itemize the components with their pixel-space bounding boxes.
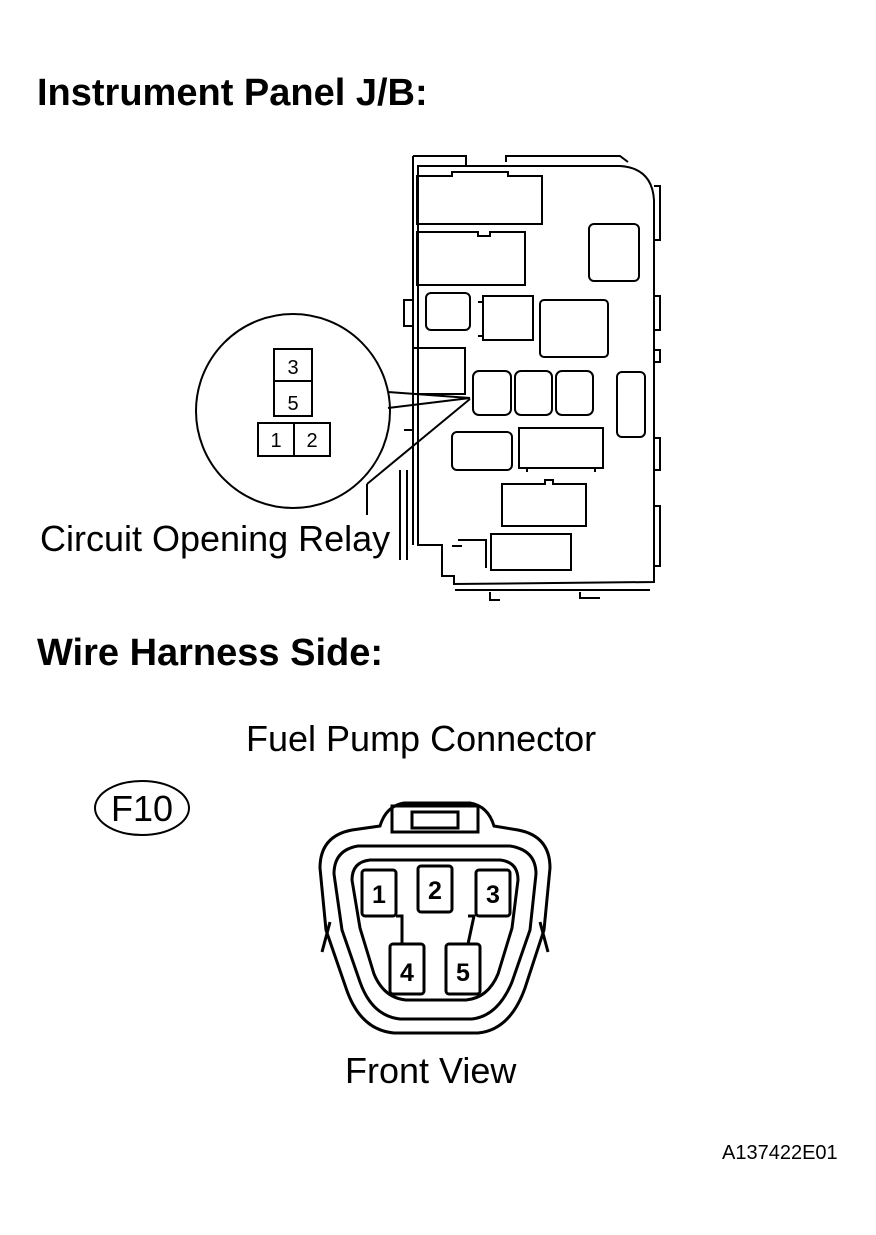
relay-pin-5: 5	[287, 393, 298, 415]
relay-pin-3: 3	[287, 357, 298, 379]
connector-pin-5: 5	[456, 959, 470, 987]
connector-title: Fuel Pump Connector	[246, 718, 597, 759]
figure-id: A137422E01	[722, 1142, 838, 1164]
relay-pin-1: 1	[270, 430, 281, 452]
connector-pin-3: 3	[486, 881, 500, 909]
jb-heading: Instrument Panel J/B:	[37, 72, 428, 114]
connector-pin-4: 4	[400, 959, 414, 987]
connector-pin-1: 1	[372, 881, 386, 909]
connector-code-badge	[94, 780, 190, 836]
harness-heading: Wire Harness Side:	[37, 632, 384, 674]
connector-pin-2: 2	[428, 877, 442, 905]
relay-label: Circuit Opening Relay	[40, 518, 391, 559]
fuel-pump-connector	[318, 801, 552, 1035]
front-view-label: Front View	[345, 1050, 517, 1091]
relay-pin-2: 2	[306, 430, 317, 452]
connector-code: F10	[111, 788, 173, 829]
